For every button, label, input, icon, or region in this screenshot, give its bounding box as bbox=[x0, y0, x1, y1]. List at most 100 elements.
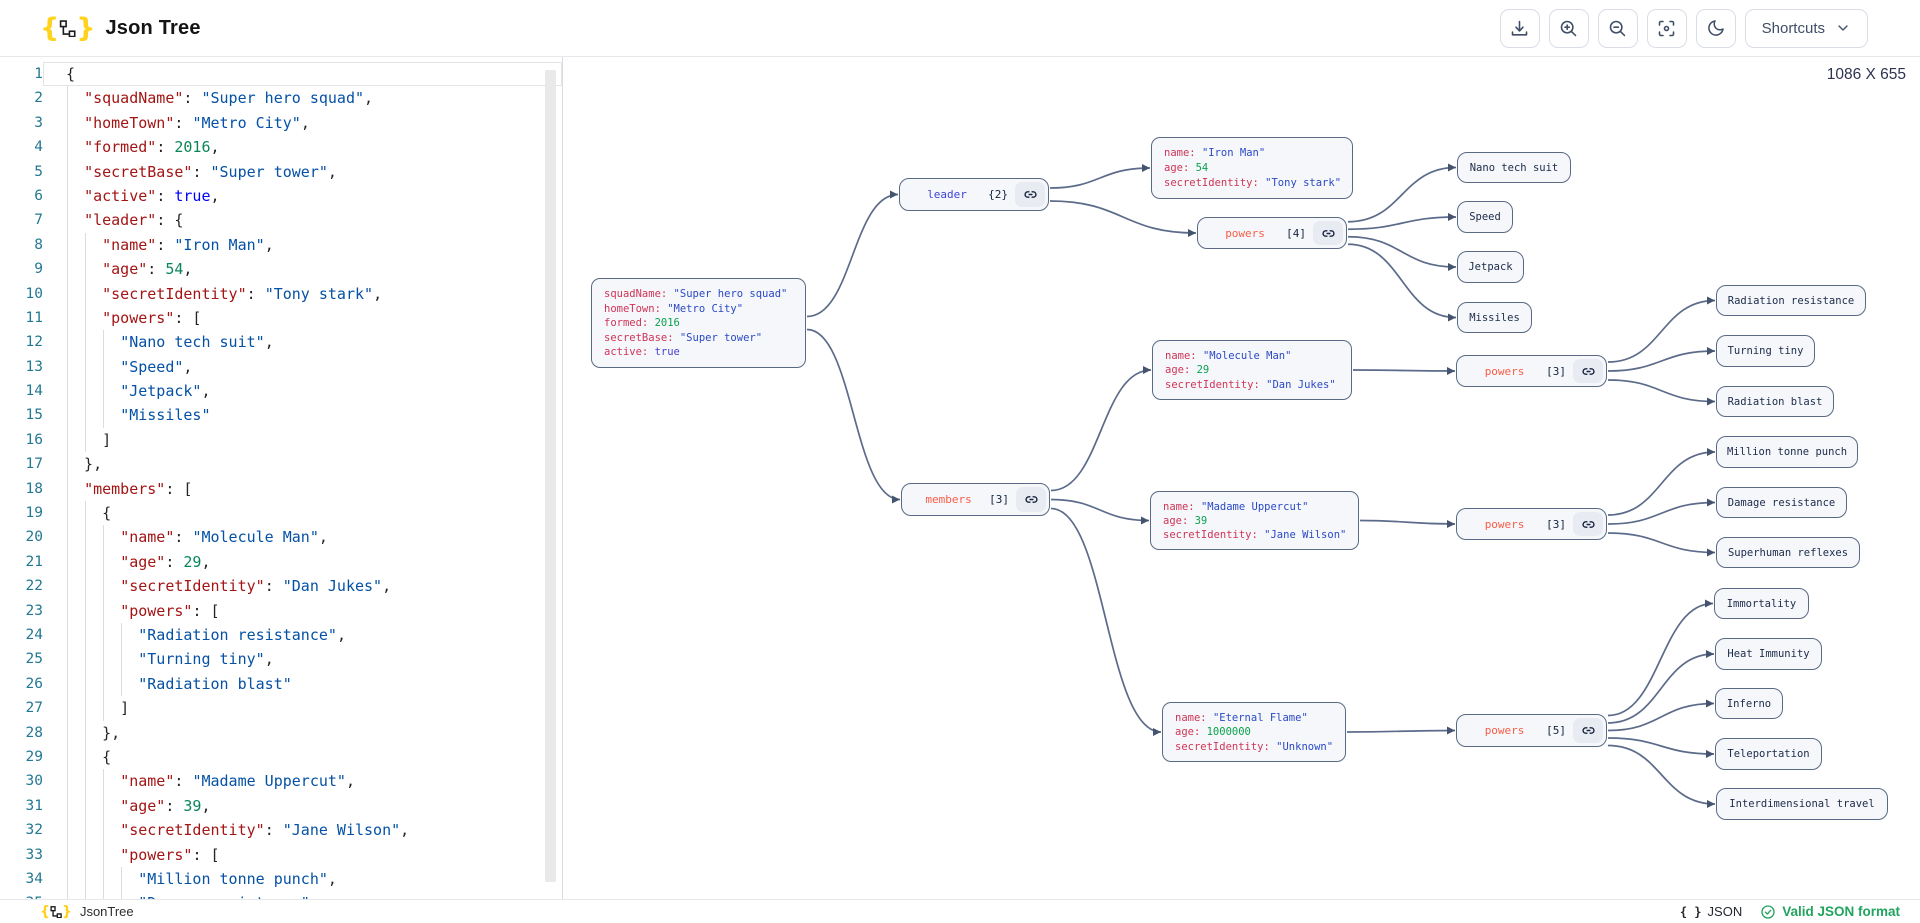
node-m1p_1[interactable]: Damage resistance bbox=[1716, 487, 1847, 518]
editor-line[interactable]: 20 "name": "Molecule Man", bbox=[0, 525, 562, 550]
download-button[interactable] bbox=[1499, 8, 1540, 48]
editor-line[interactable]: 21 "age": 29, bbox=[0, 549, 562, 575]
editor-line[interactable]: 9 "age": 54, bbox=[0, 257, 562, 282]
line-number: 22 bbox=[25, 578, 43, 595]
editor-line[interactable]: 30 "name": "Madame Uppercut", bbox=[0, 769, 562, 794]
node-leader_powers[interactable]: powers[4] bbox=[1197, 217, 1347, 249]
editor-line[interactable]: 15 "Missiles" bbox=[0, 403, 562, 428]
editor-line[interactable]: 33 "powers": [ bbox=[0, 842, 562, 867]
node-m0p_1[interactable]: Turning tiny bbox=[1716, 335, 1815, 367]
collapse-link-icon[interactable] bbox=[1015, 182, 1045, 207]
dark-mode-button[interactable] bbox=[1695, 8, 1736, 48]
node-m2p_4[interactable]: Interdimensional travel bbox=[1716, 788, 1888, 820]
indent-guide bbox=[85, 574, 86, 599]
editor-line[interactable]: 17 }, bbox=[0, 452, 562, 477]
check-circle-icon bbox=[1761, 904, 1775, 919]
line-number: 7 bbox=[34, 212, 43, 229]
node-root[interactable]: squadName: "Super hero squad"homeTown: "… bbox=[591, 278, 806, 368]
node-members[interactable]: members[3] bbox=[901, 483, 1050, 516]
format-indicator[interactable]: { } JSON bbox=[1680, 904, 1742, 919]
editor-line[interactable]: 31 "age": 39, bbox=[0, 793, 562, 819]
node-m1p_0[interactable]: Million tonne punch bbox=[1716, 436, 1858, 468]
indent-guide bbox=[67, 281, 68, 306]
editor-line[interactable]: 7 "leader": { bbox=[0, 208, 562, 233]
node-m2p_3[interactable]: Teleportation bbox=[1715, 738, 1822, 770]
editor-line[interactable]: 11 "powers": [ bbox=[0, 305, 562, 331]
line-number: 33 bbox=[25, 846, 43, 863]
indent-guide bbox=[103, 866, 104, 892]
editor-line[interactable]: 16 ] bbox=[0, 427, 562, 453]
editor-line[interactable]: 18 "members": [ bbox=[0, 476, 562, 502]
node-m1_powers[interactable]: powers[3] bbox=[1456, 508, 1607, 540]
node-property-row: name: "Eternal Flame" bbox=[1175, 712, 1308, 724]
editor-line[interactable]: 10 "secretIdentity": "Tony stark", bbox=[0, 281, 562, 306]
indent-guide bbox=[85, 501, 86, 526]
zoom-out-button[interactable] bbox=[1597, 8, 1638, 48]
node-m2_powers[interactable]: powers[5] bbox=[1456, 714, 1607, 747]
line-number: 20 bbox=[25, 529, 43, 546]
editor-line[interactable]: 13 "Speed", bbox=[0, 354, 562, 380]
indent-guide bbox=[85, 866, 86, 892]
collapse-link-icon[interactable] bbox=[1573, 359, 1603, 383]
collapse-link-icon[interactable] bbox=[1016, 487, 1046, 512]
editor-line[interactable]: 8 "name": "Iron Man", bbox=[0, 232, 562, 258]
focus-view-button[interactable] bbox=[1646, 8, 1687, 48]
node-m0_powers[interactable]: powers[3] bbox=[1456, 355, 1607, 387]
json-editor[interactable]: 1{2 "squadName": "Super hero squad",3 "h… bbox=[0, 57, 563, 899]
line-number: 24 bbox=[25, 626, 43, 643]
node-m2p_1[interactable]: Heat Immunity bbox=[1715, 638, 1822, 670]
editor-line[interactable]: 3 "homeTown": "Metro City", bbox=[0, 110, 562, 136]
collapse-link-icon[interactable] bbox=[1573, 718, 1603, 743]
zoom-in-button[interactable] bbox=[1548, 8, 1589, 48]
line-number: 3 bbox=[34, 114, 43, 131]
graph-edge bbox=[1049, 200, 1197, 237]
editor-line[interactable]: 26 "Radiation blast" bbox=[0, 671, 562, 697]
editor-line[interactable]: 23 "powers": [ bbox=[0, 598, 562, 623]
indent-guide bbox=[67, 183, 68, 209]
editor-line[interactable]: 19 { bbox=[0, 501, 562, 526]
node-m0p_2[interactable]: Radiation blast bbox=[1716, 386, 1834, 417]
editor-scrollbar[interactable] bbox=[545, 70, 556, 882]
indent-guide bbox=[67, 257, 68, 282]
editor-line[interactable]: 32 "secretIdentity": "Jane Wilson", bbox=[0, 818, 562, 843]
editor-line[interactable]: 29 { bbox=[0, 744, 562, 770]
node-m2p_2[interactable]: Inferno bbox=[1715, 688, 1783, 719]
graph-canvas[interactable]: 1086 X 655 squadName: "Super hero squad"… bbox=[563, 57, 1920, 899]
graph-edge bbox=[1607, 379, 1716, 406]
editor-line[interactable]: 25 "Turning tiny", bbox=[0, 647, 562, 672]
indent-guide bbox=[103, 354, 104, 380]
editor-line[interactable]: 14 "Jetpack", bbox=[0, 379, 562, 404]
graph-edge bbox=[1607, 347, 1716, 372]
editor-line[interactable]: 22 "secretIdentity": "Dan Jukes", bbox=[0, 574, 562, 599]
editor-line[interactable]: 27 ] bbox=[0, 696, 562, 721]
node-m2p_0[interactable]: Immortality bbox=[1714, 588, 1809, 619]
editor-line[interactable]: 24 "Radiation resistance", bbox=[0, 622, 562, 648]
editor-line[interactable]: 34 "Million tonne punch", bbox=[0, 866, 562, 892]
shortcuts-button[interactable]: Shortcuts bbox=[1744, 8, 1868, 48]
node-property-row: name: "Madame Uppercut" bbox=[1163, 501, 1309, 513]
collapse-link-icon[interactable] bbox=[1573, 512, 1603, 536]
editor-line[interactable]: 35 "Damage resistance", bbox=[0, 891, 562, 899]
node-lp_0[interactable]: Nano tech suit bbox=[1457, 152, 1571, 183]
node-lp_3[interactable]: Missiles bbox=[1457, 302, 1532, 333]
editor-line[interactable]: 4 "formed": 2016, bbox=[0, 135, 562, 160]
node-m0p_0[interactable]: Radiation resistance bbox=[1716, 285, 1866, 316]
editor-line[interactable]: 6 "active": true, bbox=[0, 183, 562, 209]
node-leader[interactable]: leader{2} bbox=[899, 178, 1049, 211]
statusbar-brand: { } JsonTree bbox=[40, 904, 134, 919]
node-m1p_2[interactable]: Superhuman reflexes bbox=[1716, 537, 1860, 568]
node-lp_2[interactable]: Jetpack bbox=[1457, 251, 1524, 283]
editor-line[interactable]: 5 "secretBase": "Super tower", bbox=[0, 159, 562, 184]
editor-line[interactable]: 28 }, bbox=[0, 720, 562, 745]
editor-line[interactable]: 12 "Nano tech suit", bbox=[0, 330, 562, 355]
editor-line[interactable]: 1{ bbox=[0, 62, 562, 86]
node-lp_1[interactable]: Speed bbox=[1457, 201, 1513, 233]
indent-guide bbox=[67, 793, 68, 819]
indent-guide bbox=[67, 525, 68, 550]
editor-line[interactable]: 2 "squadName": "Super hero squad", bbox=[0, 86, 562, 111]
collapse-link-icon[interactable] bbox=[1313, 221, 1343, 245]
